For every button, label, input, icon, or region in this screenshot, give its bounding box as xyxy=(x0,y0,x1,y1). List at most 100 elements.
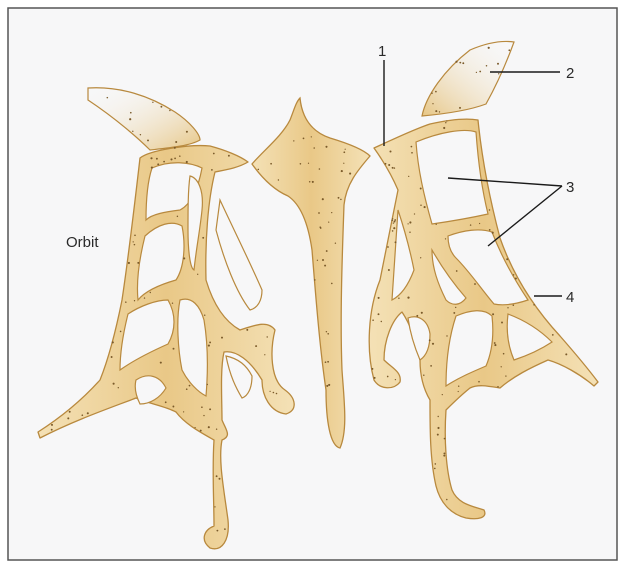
bone-speckle xyxy=(338,197,340,199)
bone-speckle xyxy=(69,411,71,413)
bone-speckle xyxy=(179,155,181,157)
bone-speckle xyxy=(174,147,176,149)
bone-speckle xyxy=(340,199,342,201)
bone-speckle xyxy=(132,131,133,132)
bone-speckle xyxy=(300,163,302,165)
bone-speckle xyxy=(445,122,446,123)
bone-speckle xyxy=(209,408,211,410)
bone-speckle xyxy=(313,147,315,149)
bone-speckle xyxy=(81,414,83,416)
bone-speckle xyxy=(228,155,230,157)
bone-speckle xyxy=(107,97,109,99)
bone-speckle xyxy=(498,73,499,74)
bone-speckle xyxy=(308,163,309,164)
bone-speckle xyxy=(408,176,409,177)
bone-speckle xyxy=(186,161,188,163)
bone-speckle xyxy=(134,244,136,246)
bone-speckle xyxy=(459,107,461,109)
bone-speckle xyxy=(326,250,328,252)
bone-speckle xyxy=(455,307,456,308)
bone-speckle xyxy=(435,91,437,93)
bone-speckle xyxy=(378,313,380,315)
bone-speckle xyxy=(172,406,174,408)
bone-speckle xyxy=(409,231,410,232)
bone-speckle xyxy=(273,392,275,394)
bone-speckle xyxy=(207,384,208,385)
bone-speckle xyxy=(494,342,496,344)
bone-speckle xyxy=(443,127,445,129)
bone-speckle xyxy=(204,314,205,315)
bone-speckle xyxy=(474,283,476,285)
bone-speckle xyxy=(513,304,515,306)
bone-speckle xyxy=(446,499,448,501)
bone-speckle xyxy=(420,257,421,258)
bone-speckle xyxy=(309,181,311,183)
bone-speckle xyxy=(183,411,184,412)
bone-speckle xyxy=(411,152,413,154)
bone-speckle xyxy=(160,362,162,364)
bone-speckle xyxy=(565,353,567,355)
bone-speckle xyxy=(387,246,389,248)
bone-speckle xyxy=(395,379,396,380)
bone-speckle xyxy=(216,530,218,532)
bone-speckle xyxy=(421,312,423,314)
bone-speckle xyxy=(486,65,488,67)
bone-speckle xyxy=(420,205,421,206)
bone-speckle xyxy=(343,163,344,164)
bone-speckle xyxy=(443,452,445,454)
bone-speckle xyxy=(264,354,265,355)
bone-speckle xyxy=(202,237,204,239)
bone-speckle xyxy=(270,163,272,165)
bone-speckle xyxy=(505,375,506,376)
bone-speckle xyxy=(129,118,131,120)
bone-speckle xyxy=(385,163,387,165)
bone-speckle xyxy=(431,92,433,94)
bone-speckle xyxy=(140,134,141,135)
bone-speckle xyxy=(470,224,471,225)
bone-speckle xyxy=(213,153,215,155)
callout-2: 2 xyxy=(566,65,574,82)
bone-speckle xyxy=(208,345,210,347)
bone-speckle xyxy=(492,232,494,234)
bone-speckle xyxy=(201,406,203,408)
bone-speckle xyxy=(303,138,305,140)
bone-speckle xyxy=(497,386,499,388)
bone-speckle xyxy=(67,417,69,419)
bone-speckle xyxy=(407,297,409,299)
bone-speckle xyxy=(197,274,198,275)
bone-speckle xyxy=(462,62,464,64)
bone-speckle xyxy=(113,383,115,385)
bone-speckle xyxy=(152,102,153,103)
bone-speckle xyxy=(335,243,336,244)
bone-speckle xyxy=(478,381,480,383)
bone-speckle xyxy=(293,140,294,141)
bone-speckle xyxy=(224,528,226,530)
bone-speckle xyxy=(414,213,415,214)
bone-speckle xyxy=(276,393,278,395)
bone-speckle xyxy=(331,283,333,285)
bone-speckle xyxy=(489,229,491,231)
bone-speckle xyxy=(175,141,177,143)
bone-speckle xyxy=(177,216,178,217)
bone-speckle xyxy=(160,106,162,108)
bone-speckle xyxy=(435,224,436,225)
bone-speckle xyxy=(372,319,374,321)
bone-speckle xyxy=(183,257,185,259)
bone-speckle xyxy=(51,429,53,431)
bone-speckle xyxy=(111,356,113,358)
bone-speckle xyxy=(392,167,394,169)
bone-speckle xyxy=(130,112,132,114)
bone-speckle xyxy=(444,438,446,440)
bone-speckle xyxy=(437,427,439,429)
bone-speckle xyxy=(407,223,408,224)
bone-speckle xyxy=(324,265,326,267)
bone-speckle xyxy=(51,424,53,426)
bone-speckle xyxy=(322,259,324,261)
bone-speckle xyxy=(328,221,329,222)
bone-speckle xyxy=(174,158,176,160)
bone-speckle xyxy=(393,227,395,229)
bone-speckle xyxy=(312,181,314,183)
bone-speckle xyxy=(438,416,439,417)
bone-speckle xyxy=(255,345,257,347)
bone-speckle xyxy=(387,376,389,378)
